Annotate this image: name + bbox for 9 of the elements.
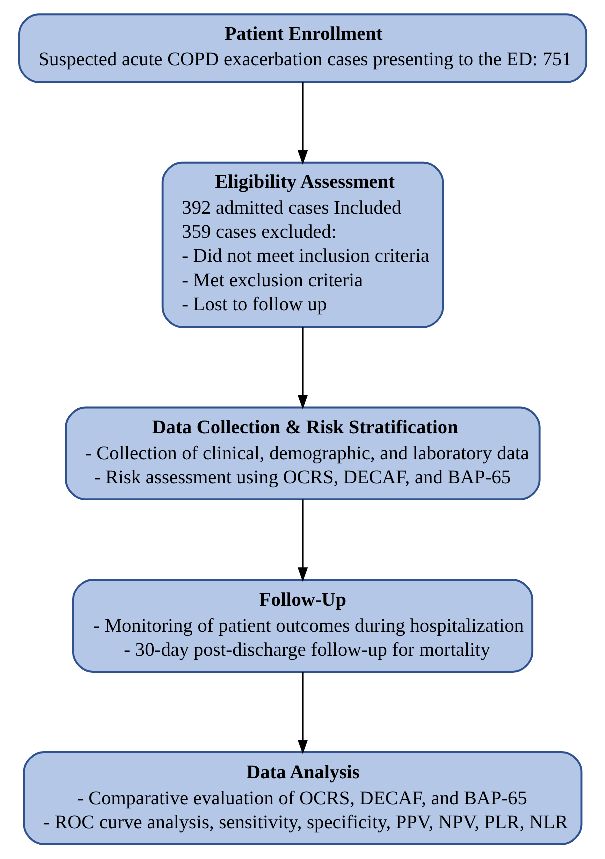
node-box: Data Analysis - Comparative evaluation of OCRS, DECAF, and BAP-65 - ROC curve analysis, sensitivity, specificity, PPV, NPV, PLR, NLR [22,752,582,846]
arrow [297,82,308,165]
node-box: Data Collection & Risk Stratification - Collection of clinical, demographic, and laboratory data - Risk assessment using OCRS, DECAF, and BAP-65 [64,406,540,501]
arrow [297,327,308,410]
node-box: Eligibility Assessment 392 admitted cases Included 359 cases excluded: - Did not meet inclusion criteria - Met exclusion criteria - Lost to follow up [161,162,444,328]
arrow [297,500,308,582]
arrow [297,672,308,755]
node-box: Patient Enrollment Suspected acute COPD exacerbation cases presenting to the ED: 751 [18,14,588,84]
node-box: Follow-Up - Monitoring of patient outcomes during hospitalization - 30-day post-discharge follow-up for mortality [72,579,534,673]
